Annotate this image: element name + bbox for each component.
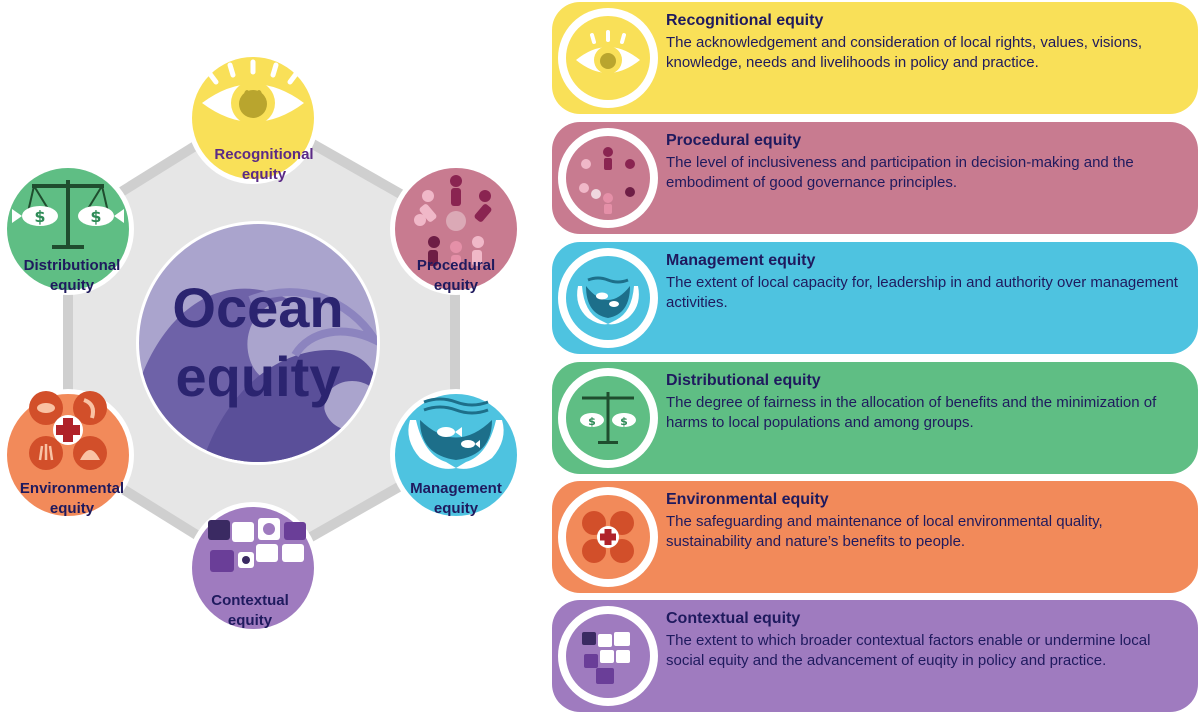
node-management-label-1: Management: [410, 480, 502, 497]
node-procedural-label-2: equity: [434, 277, 479, 294]
card-icon-fill: [566, 495, 650, 579]
card-text: Management equity The extent of local ca…: [666, 252, 1184, 313]
card-text: Procedural equity The level of inclusive…: [666, 132, 1184, 193]
svg-text:$: $: [588, 415, 596, 428]
node-environmental-label-1: Environmental: [20, 480, 124, 497]
card-icon-ring: [558, 487, 658, 587]
participation-icon: [414, 175, 492, 269]
card-text: Recognitional equity The acknowledgement…: [666, 12, 1184, 73]
card-procedural: Procedural equity The level of inclusive…: [552, 122, 1198, 234]
node-recognitional-label-1: Recognitional: [214, 146, 313, 163]
puzzle-icon: [208, 518, 306, 572]
eye-icon: [576, 30, 640, 74]
node-procedural: Procedural equity: [390, 163, 522, 295]
hands-fish-icon: [577, 276, 639, 325]
center-title-line2: equity: [176, 345, 341, 408]
node-distributional: $ $ Distributional equity: [2, 163, 134, 295]
card-icon-fill: [566, 256, 650, 340]
node-recognitional: Recognitional equity: [187, 52, 319, 184]
card-title: Distributional equity: [666, 372, 821, 389]
node-contextual-label-2: equity: [228, 612, 273, 629]
node-environmental: Environmental equity: [2, 389, 134, 521]
card-icon-ring: [558, 128, 658, 228]
card-description: The acknowledgement and consideration of…: [666, 34, 1143, 71]
card-description: The safeguarding and maintenance of loca…: [666, 513, 1103, 550]
node-contextual: Contextual equity: [187, 502, 319, 634]
node-management: Management equity: [390, 389, 522, 521]
card-title: Recognitional equity: [666, 12, 824, 29]
participation-icon: [579, 147, 635, 214]
card-contextual: Contextual equity The extent to which br…: [552, 600, 1198, 712]
card-icon-fill: $ $: [566, 376, 650, 460]
node-recognitional-label-2: equity: [242, 166, 287, 183]
card-title: Management equity: [666, 252, 816, 269]
card-title: Contextual equity: [666, 610, 801, 627]
svg-text:$: $: [90, 207, 101, 226]
scales-icon: $ $: [580, 392, 636, 444]
puzzle-icon: [582, 632, 630, 684]
card-description: The degree of fairness in the allocation…: [666, 394, 1157, 431]
node-distributional-label-1: Distributional: [24, 257, 121, 274]
environment-icon: [29, 391, 107, 470]
card-icon-fill: [566, 614, 650, 698]
card-title: Environmental equity: [666, 491, 829, 508]
node-environmental-label-2: equity: [50, 500, 95, 517]
card-icon-ring: [558, 8, 658, 108]
card-environmental: Environmental equity The safeguarding an…: [552, 481, 1198, 593]
node-contextual-label-1: Contextual: [211, 592, 289, 609]
card-title: Procedural equity: [666, 132, 802, 149]
card-icon-ring: $ $: [558, 368, 658, 468]
card-icon-fill: [566, 16, 650, 100]
center-title-line1: Ocean: [172, 276, 343, 339]
card-icon-ring: [558, 606, 658, 706]
card-description: The extent of local capacity for, leader…: [666, 274, 1178, 311]
ocean-equity-diagram: Ocean equity Recognitional equity: [2, 52, 522, 634]
scales-icon: $ $: [12, 180, 124, 249]
card-management: Management equity The extent of local ca…: [552, 242, 1198, 354]
card-recognitional: Recognitional equity The acknowledgement…: [552, 2, 1198, 114]
card-description: The extent to which broader contextual f…: [666, 632, 1151, 669]
card-text: Distributional equity The degree of fair…: [666, 372, 1184, 433]
card-description: The level of inclusiveness and participa…: [666, 154, 1134, 191]
hands-fish-icon: [408, 397, 504, 469]
eye-icon: [202, 59, 304, 125]
node-distributional-label-2: equity: [50, 277, 95, 294]
card-text: Environmental equity The safeguarding an…: [666, 491, 1184, 552]
card-distributional: $ $ Distributional equity The degree of …: [552, 362, 1198, 474]
environment-icon: [582, 511, 634, 563]
card-icon-ring: [558, 248, 658, 348]
svg-text:$: $: [620, 415, 628, 428]
node-procedural-label-1: Procedural: [417, 257, 495, 274]
card-icon-fill: [566, 136, 650, 220]
card-text: Contextual equity The extent to which br…: [666, 610, 1184, 671]
ocean-center-circle: Ocean equity: [136, 221, 380, 465]
node-management-label-2: equity: [434, 500, 479, 517]
svg-text:$: $: [34, 207, 45, 226]
